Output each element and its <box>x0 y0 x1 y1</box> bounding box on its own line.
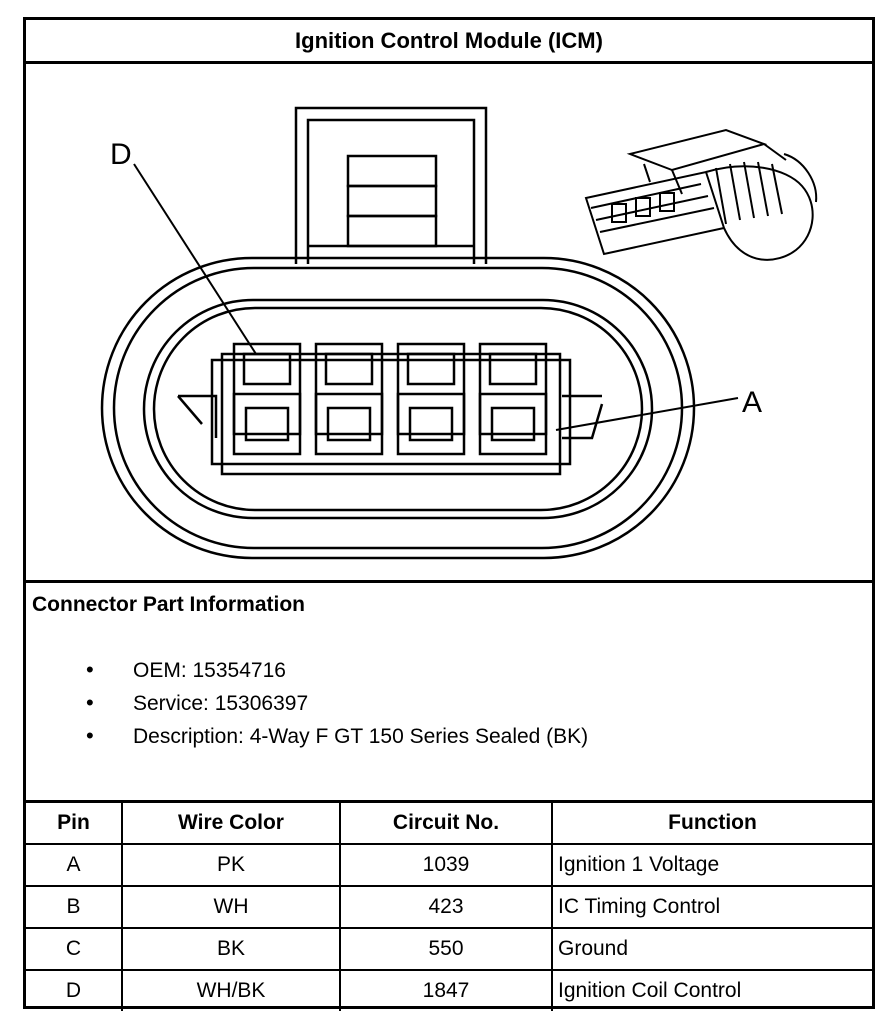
cell-pin: B <box>26 885 123 929</box>
table-row: D WH/BK 1847 Ignition Coil Control <box>26 969 872 1011</box>
cell-wire-color: BK <box>121 927 341 971</box>
pin-label-d: D <box>110 138 132 171</box>
cell-function: Ignition Coil Control <box>551 969 872 1011</box>
cavity-a <box>478 342 548 456</box>
cell-circuit-no: 550 <box>339 927 553 971</box>
cell-function: IC Timing Control <box>551 885 872 929</box>
cell-circuit-no: 423 <box>339 885 553 929</box>
connector-3d-view <box>584 128 818 261</box>
cell-circuit-no: 1847 <box>339 969 553 1011</box>
part-description: Description: 4-Way F GT 150 Series Seale… <box>133 725 589 748</box>
table-row: C BK 550 Ground <box>26 927 872 971</box>
terminal-block <box>210 358 572 466</box>
bullet-icon: • <box>86 723 94 748</box>
cell-wire-color: WH <box>121 885 341 929</box>
cell-pin: A <box>26 843 123 887</box>
connector-diagram: D A <box>26 64 872 580</box>
inner-seal <box>142 298 654 520</box>
table-row: B WH 423 IC Timing Control <box>26 885 872 929</box>
tab-latch-lower <box>346 214 438 248</box>
table-row: A PK 1039 Ignition 1 Voltage <box>26 843 872 887</box>
tab-latch-middle <box>346 184 438 218</box>
pin-table: Pin Wire Color Circuit No. Function A PK… <box>26 800 872 1011</box>
part-oem: OEM: 15354716 <box>133 659 286 682</box>
cell-circuit-no: 1039 <box>339 843 553 887</box>
card-title: Ignition Control Module (ICM) <box>26 20 872 64</box>
header-wire-color: Wire Color <box>121 800 341 845</box>
bullet-icon: • <box>86 657 94 682</box>
cavity-d <box>232 342 302 456</box>
header-circuit-no: Circuit No. <box>339 800 553 845</box>
connector-face-drawing: D A <box>100 106 818 560</box>
outer-housing <box>100 256 696 560</box>
locking-tab <box>294 106 488 264</box>
leader-line-d <box>133 163 257 355</box>
cell-wire-color: PK <box>121 843 341 887</box>
cell-pin: C <box>26 927 123 971</box>
leader-line-a <box>555 397 739 431</box>
table-header-row: Pin Wire Color Circuit No. Function <box>26 800 872 845</box>
part-info-heading: Connector Part Information <box>32 593 306 616</box>
cell-pin: D <box>26 969 123 1011</box>
cell-function: Ignition 1 Voltage <box>551 843 872 887</box>
pin-label-a: A <box>742 386 762 419</box>
cavity-b <box>396 342 466 456</box>
bullet-icon: • <box>86 690 94 715</box>
tab-latch-upper <box>346 154 438 188</box>
header-function: Function <box>551 800 872 845</box>
cavity-c <box>314 342 384 456</box>
part-service: Service: 15306397 <box>133 692 309 715</box>
header-pin: Pin <box>26 800 123 845</box>
cell-function: Ground <box>551 927 872 971</box>
cell-wire-color: WH/BK <box>121 969 341 1011</box>
part-info-section: Connector Part Information • OEM: 153547… <box>26 580 872 800</box>
connector-card: Ignition Control Module (ICM) <box>23 17 875 1011</box>
